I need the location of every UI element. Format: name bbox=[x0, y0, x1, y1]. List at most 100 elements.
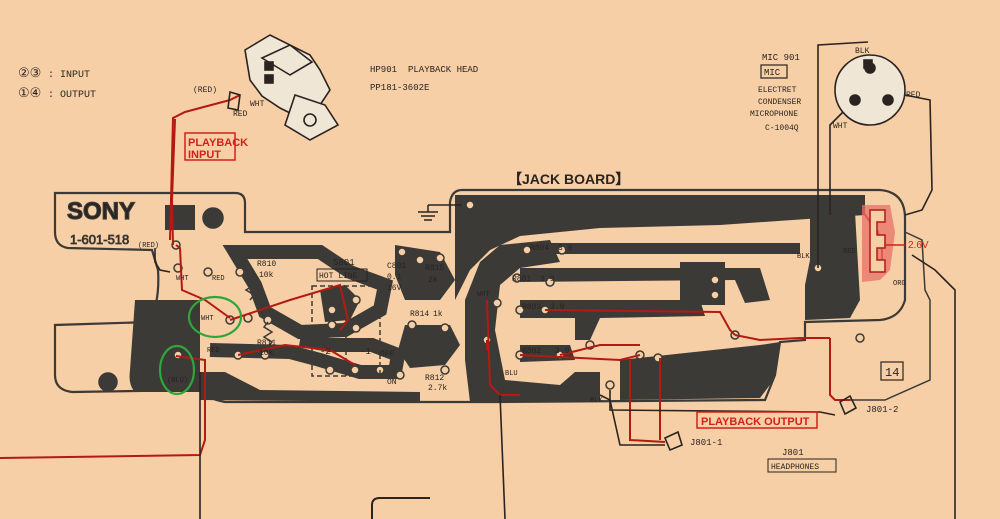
label-red-1: RED bbox=[212, 275, 225, 283]
trace-ground-left bbox=[129, 300, 200, 392]
playback-input-line1: PLAYBACK bbox=[188, 137, 248, 149]
label-r802v: 3.9 bbox=[555, 347, 570, 356]
head-wire-red-paren: (RED) bbox=[193, 86, 217, 95]
head-wire-red: RED bbox=[233, 110, 248, 119]
legend-output-label: : OUTPUT bbox=[48, 90, 96, 101]
label-neg2: -2 bbox=[320, 347, 331, 357]
mic-line3: MICROPHONE bbox=[750, 110, 798, 119]
label-r811: R811 bbox=[257, 339, 276, 348]
legend-input-label: : INPUT bbox=[48, 70, 90, 81]
hot-line-box bbox=[316, 268, 368, 282]
voltage-pad-shape bbox=[869, 209, 886, 273]
head-ref: HP901 bbox=[370, 65, 397, 75]
label-r814: R814 bbox=[410, 310, 429, 319]
mic-red: RED bbox=[906, 91, 921, 100]
label-org: ORG bbox=[893, 280, 906, 288]
label-j801-2: J801-2 bbox=[866, 405, 898, 415]
label-c801b: 16V bbox=[387, 284, 402, 293]
trace-r811-loop bbox=[209, 333, 406, 379]
highlight-wht-pad bbox=[187, 295, 243, 339]
label-r811v: 10k bbox=[259, 349, 274, 358]
mic-blk: BLK bbox=[855, 47, 870, 56]
board-outline bbox=[53, 188, 907, 404]
label-red-2: RED bbox=[207, 347, 220, 355]
label-r804v: 3.9 bbox=[558, 244, 573, 253]
highlight-blu-pad bbox=[158, 344, 196, 396]
label-playback-output: PLAYBACK OUTPUT bbox=[701, 416, 810, 428]
head-wire-wht: WHT bbox=[250, 100, 265, 109]
playback-output-box bbox=[696, 411, 818, 429]
label-r815v: 2k bbox=[428, 276, 438, 285]
label-headphones: HEADPHONES bbox=[771, 463, 819, 472]
legend-output-nums: ①④ bbox=[18, 86, 41, 101]
label-on: ON bbox=[387, 378, 397, 387]
label-r804: R804 bbox=[530, 244, 549, 253]
label-blk-2: BLK bbox=[590, 397, 603, 405]
playback-input-box bbox=[184, 132, 236, 161]
label-off: OFF bbox=[380, 350, 395, 359]
trace-pad-688 bbox=[680, 262, 725, 305]
trace-r801 bbox=[520, 268, 770, 303]
label-r812v: 2.7k bbox=[428, 384, 447, 393]
label-r801v: 3.9 bbox=[540, 275, 555, 284]
trace-ground-top bbox=[455, 195, 865, 300]
mic-box-label: MIC bbox=[764, 68, 781, 78]
trace-r803 bbox=[520, 300, 705, 340]
trace-ground-bottom bbox=[200, 372, 420, 402]
label-r801: R801 bbox=[512, 275, 531, 284]
label-wht-3: WHT bbox=[477, 291, 490, 299]
green-highlights bbox=[158, 295, 243, 396]
label-r803v: 3.9 bbox=[550, 303, 565, 312]
page-num: 14 bbox=[885, 366, 899, 380]
board-title: 【JACK BOARD】 bbox=[508, 171, 629, 187]
legend-input-nums: ②③ bbox=[18, 66, 41, 81]
page-num-box bbox=[880, 361, 904, 381]
board-number: 1-601-518 bbox=[70, 232, 129, 247]
label-red-paren: (RED) bbox=[138, 242, 159, 250]
label-j801-1: J801-1 bbox=[690, 438, 722, 448]
label-neg1: -1 bbox=[360, 347, 371, 357]
pads bbox=[98, 200, 865, 392]
label-r812: R812 bbox=[425, 374, 444, 383]
trace-r814 bbox=[398, 325, 460, 368]
label-wht-2: WHT bbox=[201, 315, 214, 323]
mic-box bbox=[760, 64, 788, 79]
mic-line2: CONDENSER bbox=[758, 98, 801, 107]
label-r814v: 1k bbox=[433, 310, 443, 319]
trace-right-block bbox=[805, 212, 860, 320]
label-r815: R815 bbox=[425, 264, 444, 273]
mic-line1: ELECTRET bbox=[758, 86, 797, 95]
trace-right-lower bbox=[620, 342, 780, 400]
label-j801: J801 bbox=[782, 448, 804, 458]
label-r803: R803 bbox=[522, 303, 541, 312]
mic-wht: WHT bbox=[833, 122, 848, 131]
headphone-jack-trace bbox=[850, 231, 931, 401]
label-wht-1: WHT bbox=[176, 275, 189, 283]
trace-r810-loop bbox=[222, 245, 394, 340]
bottom-partial-outline bbox=[371, 497, 430, 519]
head-part: PP181-3602E bbox=[370, 83, 429, 93]
microphone-drawing bbox=[834, 54, 906, 126]
board-brand: SONY bbox=[67, 198, 135, 225]
label-hot-line: HOT LINE bbox=[319, 272, 358, 281]
label-r810: R810 bbox=[257, 260, 276, 269]
head-name: PLAYBACK HEAD bbox=[408, 65, 478, 75]
black-wiring bbox=[154, 41, 956, 519]
ground-symbol bbox=[418, 204, 462, 221]
label-c801a: 0.1 bbox=[387, 273, 402, 282]
label-blu: (BLU) bbox=[167, 377, 188, 385]
resistor-symbols bbox=[244, 261, 436, 366]
label-blk-1: BLK bbox=[797, 253, 810, 261]
label-red-3: RED bbox=[843, 248, 856, 256]
trace-r804 bbox=[525, 243, 800, 254]
playback-head-drawing bbox=[227, 34, 340, 141]
trace-ground-center bbox=[465, 240, 600, 402]
label-r802: R802 bbox=[522, 347, 541, 356]
jack-symbols bbox=[663, 394, 858, 452]
label-c801: C801 bbox=[387, 262, 406, 271]
label-volt: 2.6V bbox=[908, 240, 929, 251]
headphones-box bbox=[767, 458, 837, 473]
mic-ref: MIC 901 bbox=[762, 53, 800, 63]
